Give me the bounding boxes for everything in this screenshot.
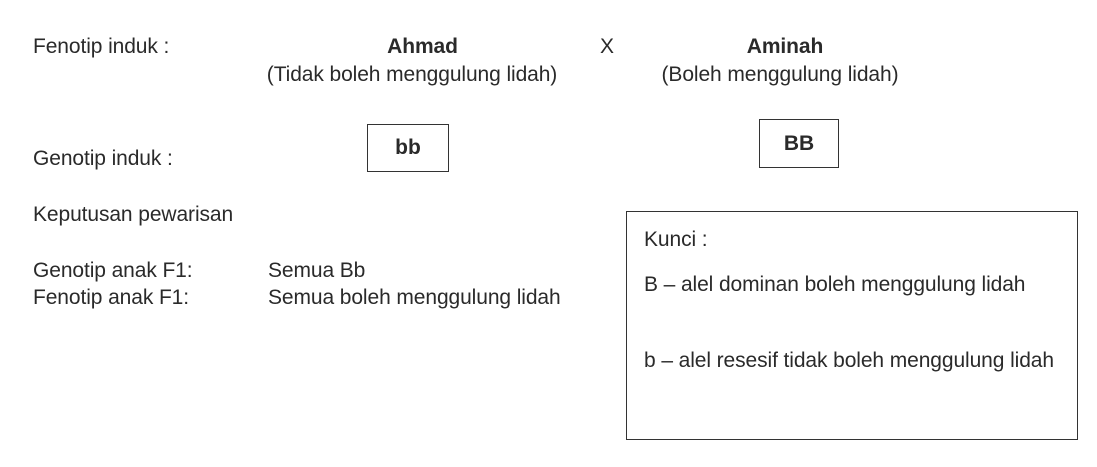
mother-genotype: BB <box>783 131 815 155</box>
f1-genotype-label: Genotip anak F1: <box>33 259 193 282</box>
father-genotype-box: bb <box>367 124 449 172</box>
mother-phenotype: (Boleh menggulung lidah) <box>661 63 899 86</box>
key-box: Kunci : B – alel dominan boleh menggulun… <box>626 211 1078 440</box>
mother-genotype-box: BB <box>759 119 839 168</box>
mother-name: Aminah <box>746 35 824 58</box>
parent-phenotype-label: Fenotip induk : <box>33 35 170 58</box>
father-genotype: bb <box>395 136 421 159</box>
key-title: Kunci : <box>644 228 708 251</box>
f1-genotype-value: Semua Bb <box>268 259 366 282</box>
key-recessive: b – alel resesif tidak boleh menggulung … <box>644 349 1054 372</box>
father-name: Ahmad <box>387 35 458 58</box>
key-dominant: B – alel dominan boleh menggulung lidah <box>644 273 1026 296</box>
parent-genotype-label: Genotip induk : <box>33 147 173 170</box>
cross-symbol: X <box>600 35 614 58</box>
f1-phenotype-label: Fenotip anak F1: <box>33 286 189 309</box>
f1-phenotype-value: Semua boleh menggulung lidah <box>268 286 561 309</box>
father-phenotype: (Tidak boleh menggulung lidah) <box>266 63 558 86</box>
result-heading: Keputusan pewarisan <box>33 203 234 226</box>
